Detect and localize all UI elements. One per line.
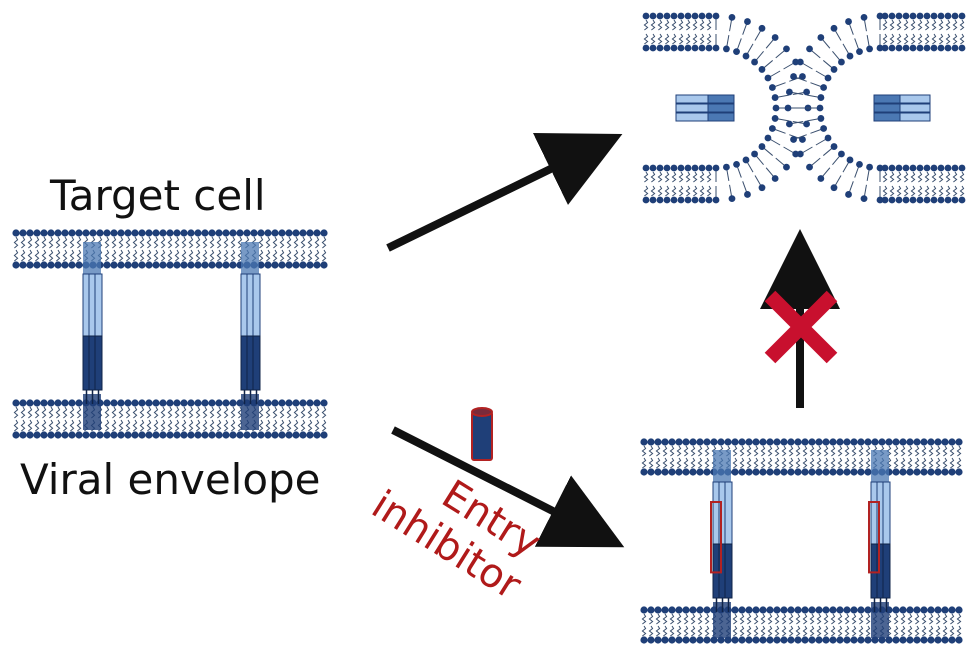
cross-icon	[764, 290, 838, 364]
arrow-to-fusion	[386, 133, 623, 252]
viral-envelope-membrane	[12, 399, 328, 439]
membrane-fusion-result	[642, 12, 966, 204]
fusion-proteins-inhibited	[710, 450, 891, 638]
inhibited-target-membrane	[640, 438, 963, 476]
target-cell-label: Target cell	[49, 171, 266, 220]
entry-inhibitor-molecule-icon	[471, 407, 493, 461]
fusion-proteins-prefusion	[82, 242, 261, 430]
target-cell-membrane	[12, 229, 328, 269]
arrow-to-inhibited	[391, 426, 625, 548]
viral-envelope-label: Viral envelope	[20, 455, 321, 504]
inhibited-viral-membrane	[640, 606, 963, 644]
